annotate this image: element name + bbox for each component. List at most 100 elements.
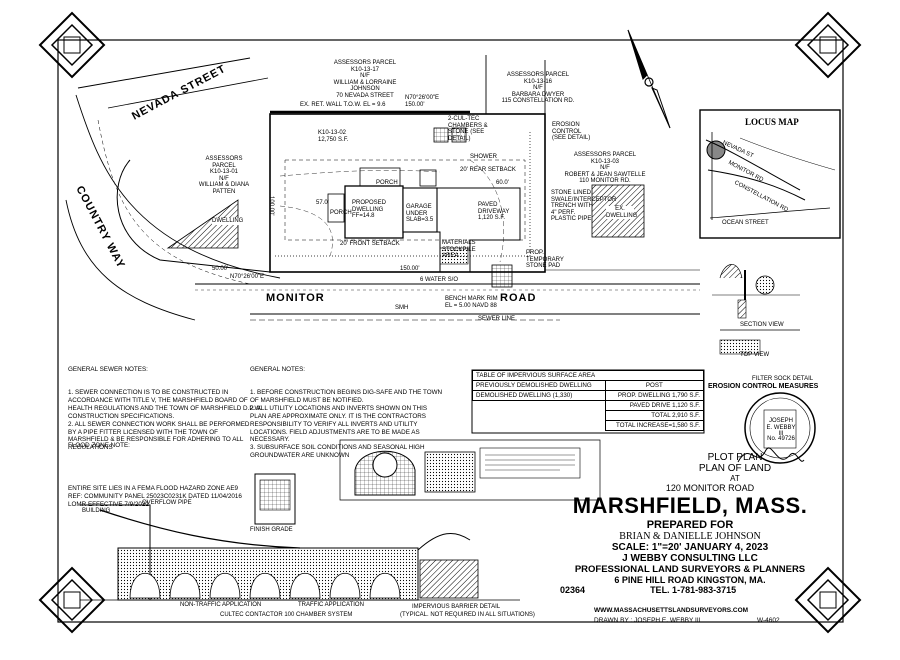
parcel-west-curve xyxy=(116,159,271,273)
locus-street-ocean: OCEAN STREET xyxy=(722,220,769,226)
sheet-border xyxy=(57,39,844,623)
drawn-by: DRAWN BY : JOSEPH E. WEBBY III xyxy=(594,617,701,624)
distance-side-label: 100.00' xyxy=(268,196,274,216)
impervious-cell xyxy=(473,411,606,421)
water-service-label: 6 WATER S/O xyxy=(420,277,459,283)
distance-north-label: 150.00' xyxy=(405,102,425,108)
bearing-north-label: N70°26'00"E xyxy=(405,95,440,101)
chamber-2 xyxy=(451,127,467,143)
corner-ornament-bottom-right xyxy=(794,566,862,634)
retaining-wall-label: EX. RET. WALL T.O.W. EL = 9.6 xyxy=(300,102,386,108)
firm-name: J WEBBY CONSULTING LLC xyxy=(622,553,758,564)
firm-description: PROFESSIONAL LAND SURVEYORS & PLANNERS xyxy=(574,564,806,575)
title-line-2: PLAN OF LAND xyxy=(698,463,772,474)
client-name: BRIAN & DANIELLE JOHNSON xyxy=(619,531,761,542)
impervious-surface-table: TABLE OF IMPERVIOUS SURFACE AREA PREVIOU… xyxy=(472,370,705,431)
north-arrow xyxy=(627,29,671,129)
porch-label-1: PORCH xyxy=(376,180,398,186)
corner-ornament-top-right xyxy=(794,11,862,79)
impervious-cell xyxy=(473,421,606,431)
surveyor-stamp xyxy=(744,392,816,464)
stockpile-label: MATERIALS STOCKPILE AREA xyxy=(442,240,476,260)
garage-label: GARAGE UNDER SLAB=3.5 xyxy=(406,204,434,224)
drawing-number: W-4602 xyxy=(757,617,780,624)
traffic-label: TRAFFIC APPLICATION xyxy=(298,602,364,608)
impervious-cell: TOTAL INCREASE=1,580 S.F. xyxy=(604,420,705,431)
rear-setback-label: 20' REAR SETBACK xyxy=(460,167,516,173)
stamp-name: JOSEPH E. WEBBY III xyxy=(766,418,796,438)
garage-outline xyxy=(402,187,438,233)
prepared-for: PREPARED FOR xyxy=(646,519,734,531)
impervious-cell: TOTAL 2,910 S.F. xyxy=(604,410,705,421)
signature-mark xyxy=(737,447,805,463)
locus-site-marker xyxy=(706,140,726,160)
title-line-1: PLOT PLAN xyxy=(707,452,763,463)
locus-map-title: LOCUS MAP xyxy=(745,117,799,127)
porch-outline xyxy=(327,193,345,223)
east-dwelling-label: EX. DWELLING xyxy=(606,206,638,220)
proposed-dwelling-outline xyxy=(344,185,404,239)
overflow-pipe-label: OVERFLOW PIPE xyxy=(142,500,192,506)
impervious-cell: PROP. DWELLING 1,790 S.F. xyxy=(604,390,705,401)
flood-notes: FLOOD ZONE NOTE: ENTIRE SITE LIES IN A F… xyxy=(68,441,242,508)
impervious-barrier-label: IMPERVIOUS BARRIER DETAIL xyxy=(412,604,501,610)
scale-date: SCALE: 1"=20' JANUARY 4, 2023 xyxy=(611,542,769,553)
impervious-cell: DEMOLISHED DWELLING (1,330) xyxy=(472,390,606,401)
finish-grade-label: FINISH GRADE xyxy=(250,527,293,533)
impervious-header-post: POST xyxy=(604,380,705,391)
country-way-edge-1 xyxy=(75,94,281,279)
chamber-1 xyxy=(433,127,449,143)
firm-contact: 02364 TEL. 1-781-983-3715 xyxy=(540,585,840,595)
paved-driveway-label: PAVED DRIVEWAY 1,120 S.F. xyxy=(478,202,510,222)
stone-pad xyxy=(491,264,513,288)
locus-map-frame xyxy=(699,109,841,239)
shower-label: SHOWER xyxy=(470,154,497,160)
title-line-3: AT xyxy=(730,474,740,483)
chamber-system-detail xyxy=(80,473,520,601)
impervious-header-pre: PREVIOUSLY DEMOLISHED DWELLING xyxy=(472,380,606,391)
website[interactable]: WWW.MASSACHUSETTSLANDSURVEYORS.COM xyxy=(594,607,749,614)
sewer-notes: GENERAL SEWER NOTES: 1. SEWER CONNECTION… xyxy=(68,365,262,452)
general-notes: GENERAL NOTES: 1. BEFORE CONSTRUCTION BE… xyxy=(250,365,443,460)
dim-60-label: 60.0' xyxy=(496,180,509,186)
corner-ornament-top-left xyxy=(38,11,106,79)
monitor-road-label-2: ROAD xyxy=(500,292,537,304)
impervious-cell: PAVED DRIVE 1,120 S.F. xyxy=(604,400,705,411)
subject-parcel-boundary xyxy=(269,113,546,273)
paved-driveway-outline xyxy=(436,187,521,273)
top-view-label: TOP VIEW xyxy=(740,352,770,358)
country-way-edge-2 xyxy=(65,199,196,321)
smh-label: SMH xyxy=(395,305,409,311)
chamber-system-label: CULTEC CONTACTOR 100 CHAMBER SYSTEM xyxy=(220,612,353,618)
not-required-label: (TYPICAL. NOT REQUIRED IN ALL SITUATIONS… xyxy=(400,612,535,618)
dim-57-label: 57.0' xyxy=(316,200,329,206)
building-label: BUILDING xyxy=(82,508,111,514)
nevada-street-edge-1 xyxy=(77,57,251,89)
impervious-table-title: TABLE OF IMPERVIOUS SURFACE AREA xyxy=(472,370,704,381)
west-dwelling-label: DWELLING xyxy=(212,218,244,225)
porch-label-2: PORCH xyxy=(330,210,352,216)
title-line-4: 120 MONITOR ROAD xyxy=(665,483,755,493)
section-view-label: SECTION VIEW xyxy=(740,322,784,328)
erosion-control-label: EROSION CONTROL (SEE DETAIL) xyxy=(552,122,591,142)
chambers-label: 2-CUL-TEC CHAMBERS & STONE (SEE DETAIL) xyxy=(448,116,488,142)
proposed-dwelling-label: PROPOSED DWELLING FF=14.8 xyxy=(352,200,387,220)
firm-tel: TEL. 1-781-983-3715 xyxy=(650,585,737,595)
distance-south-label: 150.00' xyxy=(400,266,420,272)
stamp-number: No. 49726 xyxy=(767,436,795,442)
non-traffic-label: NON-TRAFFIC APPLICATION xyxy=(180,602,262,608)
stone-pad-label: PROP. TEMPORARY STONE PAD xyxy=(526,250,564,270)
bench-mark-label: BENCH MARK RIM EL = 5.00 NAVD 88 xyxy=(445,296,498,309)
town-title: MARSHFIELD, MASS. xyxy=(572,493,808,518)
title-block: PLOT PLAN PLAN OF LAND AT 120 MONITOR RO… xyxy=(540,452,840,595)
monitor-road-label-1: MONITOR xyxy=(266,292,325,304)
filter-sock-detail xyxy=(712,264,800,355)
impervious-cell xyxy=(473,401,606,411)
stone-lined-trench-label: STONE LINED SWALE/INTERCEPTOR TRENCH WIT… xyxy=(551,190,617,223)
firm-address: 6 PINE HILL ROAD KINGSTON, MA. xyxy=(614,575,766,585)
